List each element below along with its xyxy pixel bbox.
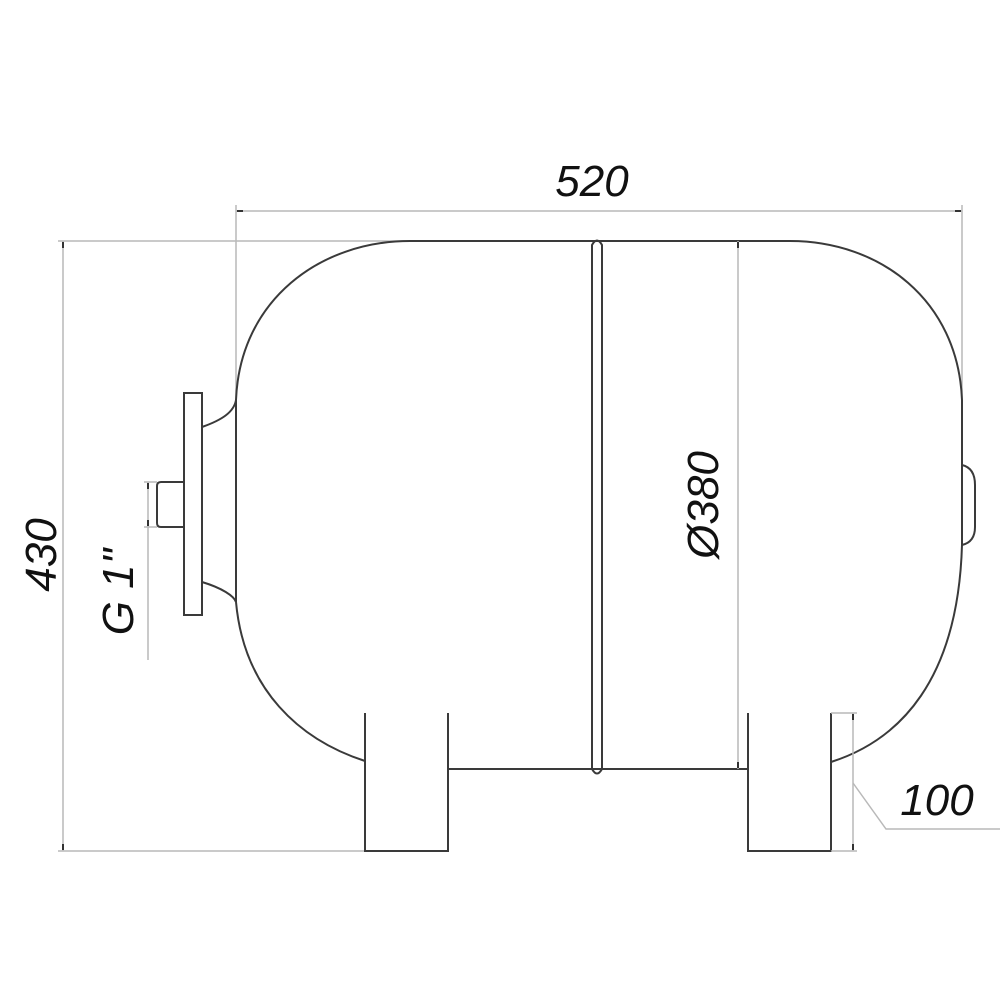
arrow-left-icon [237,210,243,212]
flange-fillet-bottom [201,581,237,603]
diameter-dimension: Ø380 [679,241,739,769]
flange-fillet-top [201,399,237,428]
weld-seam [591,239,603,775]
thread-dimension: G 1" [94,481,157,660]
foot-height-label: 100 [900,776,974,825]
flange-plate [183,392,203,616]
thread-label: G 1" [94,546,143,635]
rear-boss [961,464,976,546]
height-label: 430 [17,518,66,592]
foot-right [747,713,832,852]
arrow-down-icon [852,844,854,850]
tank-left-top-dome [235,240,411,401]
tank-body [235,240,963,770]
tank-right-bottom-dome [830,544,963,763]
arrow-down-icon [62,844,64,850]
arrow-down-icon [147,520,149,526]
height-dimension: 430 [17,240,410,852]
arrow-up-icon [852,714,854,720]
foot-dimension-leader [852,782,1000,830]
arrow-right-icon [955,210,961,212]
tank-left-bottom-dome [235,601,366,762]
weld-seam-band [591,239,603,775]
diameter-label: Ø380 [679,451,728,561]
arrow-up-icon [737,242,739,248]
arrow-up-icon [147,483,149,489]
arrow-down-icon [737,762,739,768]
arrow-up-icon [62,242,64,248]
connection-flange [156,392,237,616]
tank-right-top-dome [789,240,963,401]
threaded-nipple [156,481,184,528]
length-label: 520 [555,157,629,206]
foot-height-dimension: 100 [831,712,1000,852]
foot-left [364,713,449,852]
support-feet [364,713,832,852]
length-dimension: 520 [235,157,963,400]
